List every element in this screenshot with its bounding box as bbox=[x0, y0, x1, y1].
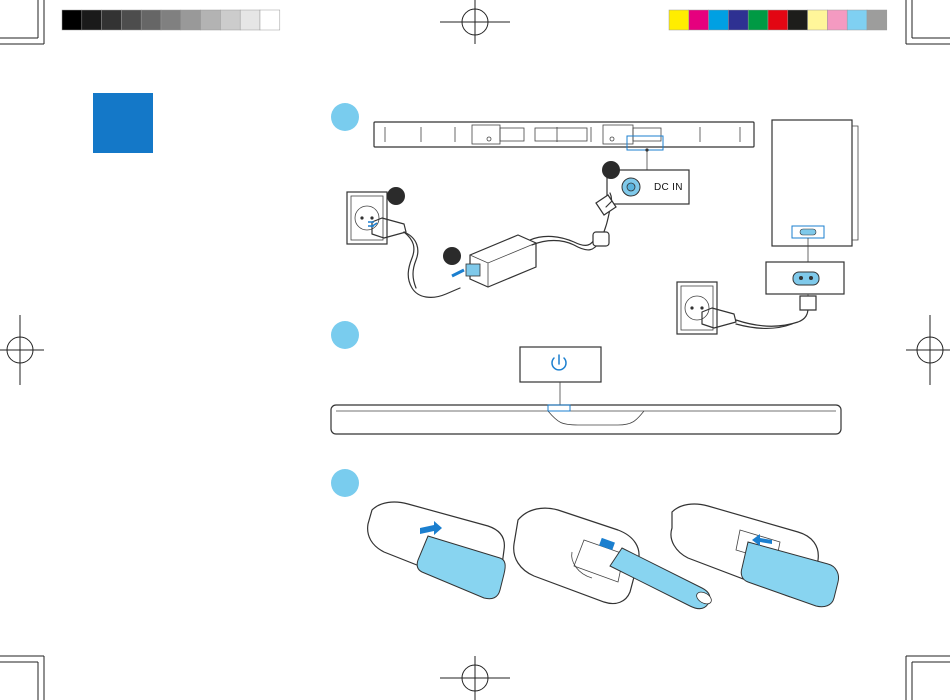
soundbar-front bbox=[331, 405, 841, 434]
power-adapter bbox=[443, 235, 536, 287]
soundbar-rear bbox=[374, 122, 754, 170]
step-2-badge bbox=[331, 321, 359, 349]
step-1-badge bbox=[331, 103, 359, 131]
power-button-callout bbox=[520, 347, 601, 409]
sub-step-b-badge bbox=[443, 247, 461, 265]
step-3-badge bbox=[331, 469, 359, 497]
dc-in-label: DC IN bbox=[654, 182, 683, 193]
sub-step-c-badge bbox=[602, 161, 620, 179]
remote-cover-slide bbox=[368, 502, 506, 599]
dc-cable bbox=[530, 193, 616, 250]
sub-step-a-badge bbox=[387, 187, 405, 205]
subwoofer bbox=[772, 120, 858, 262]
